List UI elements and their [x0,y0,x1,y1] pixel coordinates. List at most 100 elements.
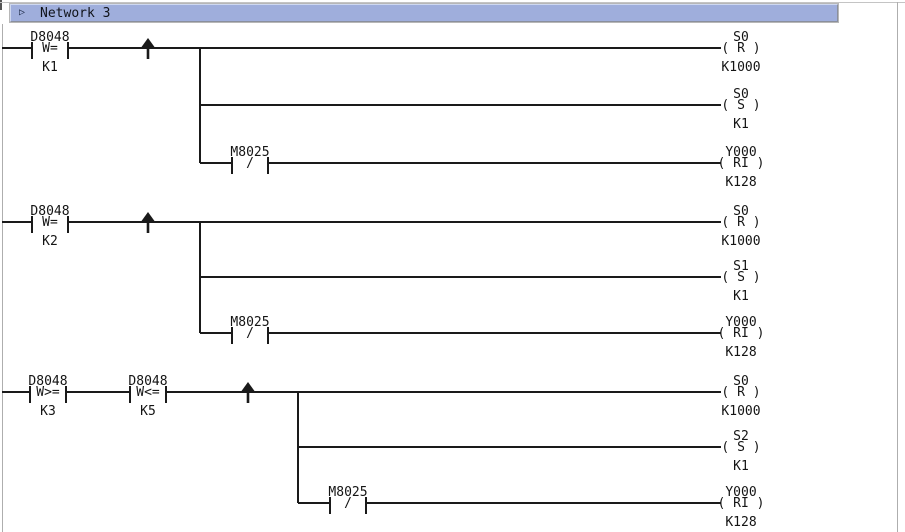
contact-operator: / [246,156,254,171]
contact-operand-label: M8025 [328,485,368,500]
wire [2,47,32,49]
coil-value: K1 [733,459,749,474]
contact-operand-label: D8048 [30,204,70,219]
coil-operand-label: Y000 [725,485,757,500]
viewport-edge-mark [0,0,2,10]
coil-instruction: ( S ) [721,440,761,455]
coil-S0[interactable]: S0( R ) K1000 [696,373,786,419]
contact-compare-value: K2 [42,234,58,249]
contact-left-bar [129,386,131,403]
coil-Y000[interactable]: Y000( RI ) K128 [696,484,786,530]
contact-operator: / [246,326,254,341]
wire [268,332,721,334]
coil-operand-label: S0 [733,30,749,45]
contact-M8025[interactable]: M8025/ [205,144,295,190]
contact-right-bar [67,42,69,59]
power-rail [897,2,898,532]
contact-left-bar [329,497,331,514]
window-border-line [0,2,905,3]
coil-value: K1000 [721,60,761,75]
wire [166,391,721,393]
contact-operator: W>= [36,385,60,400]
coil-Y000[interactable]: Y000( RI ) K128 [696,144,786,190]
wire [366,502,721,504]
rising-edge-detect-arrow[interactable] [239,382,257,403]
coil-operand-label: S1 [733,259,749,274]
coil-instruction: ( R ) [721,385,761,400]
wire [66,391,130,393]
contact-operator: W= [42,41,58,56]
coil-value: K1 [733,117,749,132]
coil-instruction: ( RI ) [717,156,765,171]
network-header-bar[interactable]: ▷ Network 3 [10,4,838,22]
coil-operand-label: S0 [733,374,749,389]
contact-left-bar [29,386,31,403]
coil-value: K1 [733,289,749,304]
contact-left-bar [231,327,233,344]
coil-instruction: ( RI ) [717,326,765,341]
coil-operand-label: S0 [733,87,749,102]
contact-operand-label: D8048 [30,30,70,45]
wire [200,162,232,164]
coil-instruction: ( R ) [721,41,761,56]
coil-operand-label: S0 [733,204,749,219]
contact-operator: / [344,496,352,511]
coil-operand-label: Y000 [725,145,757,160]
coil-Y000[interactable]: Y000( RI ) K128 [696,314,786,360]
contact-right-bar [65,386,67,403]
rising-edge-detect-arrow[interactable] [139,38,157,59]
coil-instruction: ( S ) [721,98,761,113]
network-title: Network 3 [40,5,111,21]
contact-compare-value: K5 [140,404,156,419]
coil-operand-label: S2 [733,429,749,444]
coil-S0[interactable]: S0( R ) K1000 [696,29,786,75]
wire [298,502,330,504]
coil-value: K1000 [721,234,761,249]
contact-left-bar [31,42,33,59]
wire [2,391,30,393]
coil-instruction: ( S ) [721,270,761,285]
wire [200,276,721,278]
wire [200,104,721,106]
contact-operand-label: M8025 [230,315,270,330]
coil-S2[interactable]: S2( S ) K1 [696,428,786,474]
contact-operand-label: D8048 [28,374,68,389]
contact-operand-label: D8048 [128,374,168,389]
contact-operand-label: M8025 [230,145,270,160]
contact-right-bar [67,216,69,233]
wire [68,47,721,49]
coil-instruction: ( R ) [721,215,761,230]
coil-S0[interactable]: S0( S ) K1 [696,86,786,132]
contact-right-bar [365,497,367,514]
rising-edge-detect-arrow[interactable] [139,212,157,233]
contact-compare-value: K3 [40,404,56,419]
coil-S1[interactable]: S1( S ) K1 [696,258,786,304]
wire [268,162,721,164]
coil-value: K128 [725,175,757,190]
coil-instruction: ( RI ) [717,496,765,511]
contact-right-bar [165,386,167,403]
contact-right-bar [267,157,269,174]
contact-operator: W<= [136,385,160,400]
contact-operator: W= [42,215,58,230]
wire [200,332,232,334]
contact-compare-value: K1 [42,60,58,75]
wire [298,446,721,448]
contact-M8025[interactable]: M8025/ [205,314,295,360]
contact-M8025[interactable]: M8025/ [303,484,393,530]
contact-left-bar [31,216,33,233]
coil-value: K128 [725,345,757,360]
coil-S0[interactable]: S0( R ) K1000 [696,203,786,249]
coil-operand-label: Y000 [725,315,757,330]
wire [2,221,32,223]
collapse-triangle-icon[interactable]: ▷ [19,7,26,18]
contact-left-bar [231,157,233,174]
power-rail [2,24,3,532]
coil-value: K128 [725,515,757,530]
coil-value: K1000 [721,404,761,419]
